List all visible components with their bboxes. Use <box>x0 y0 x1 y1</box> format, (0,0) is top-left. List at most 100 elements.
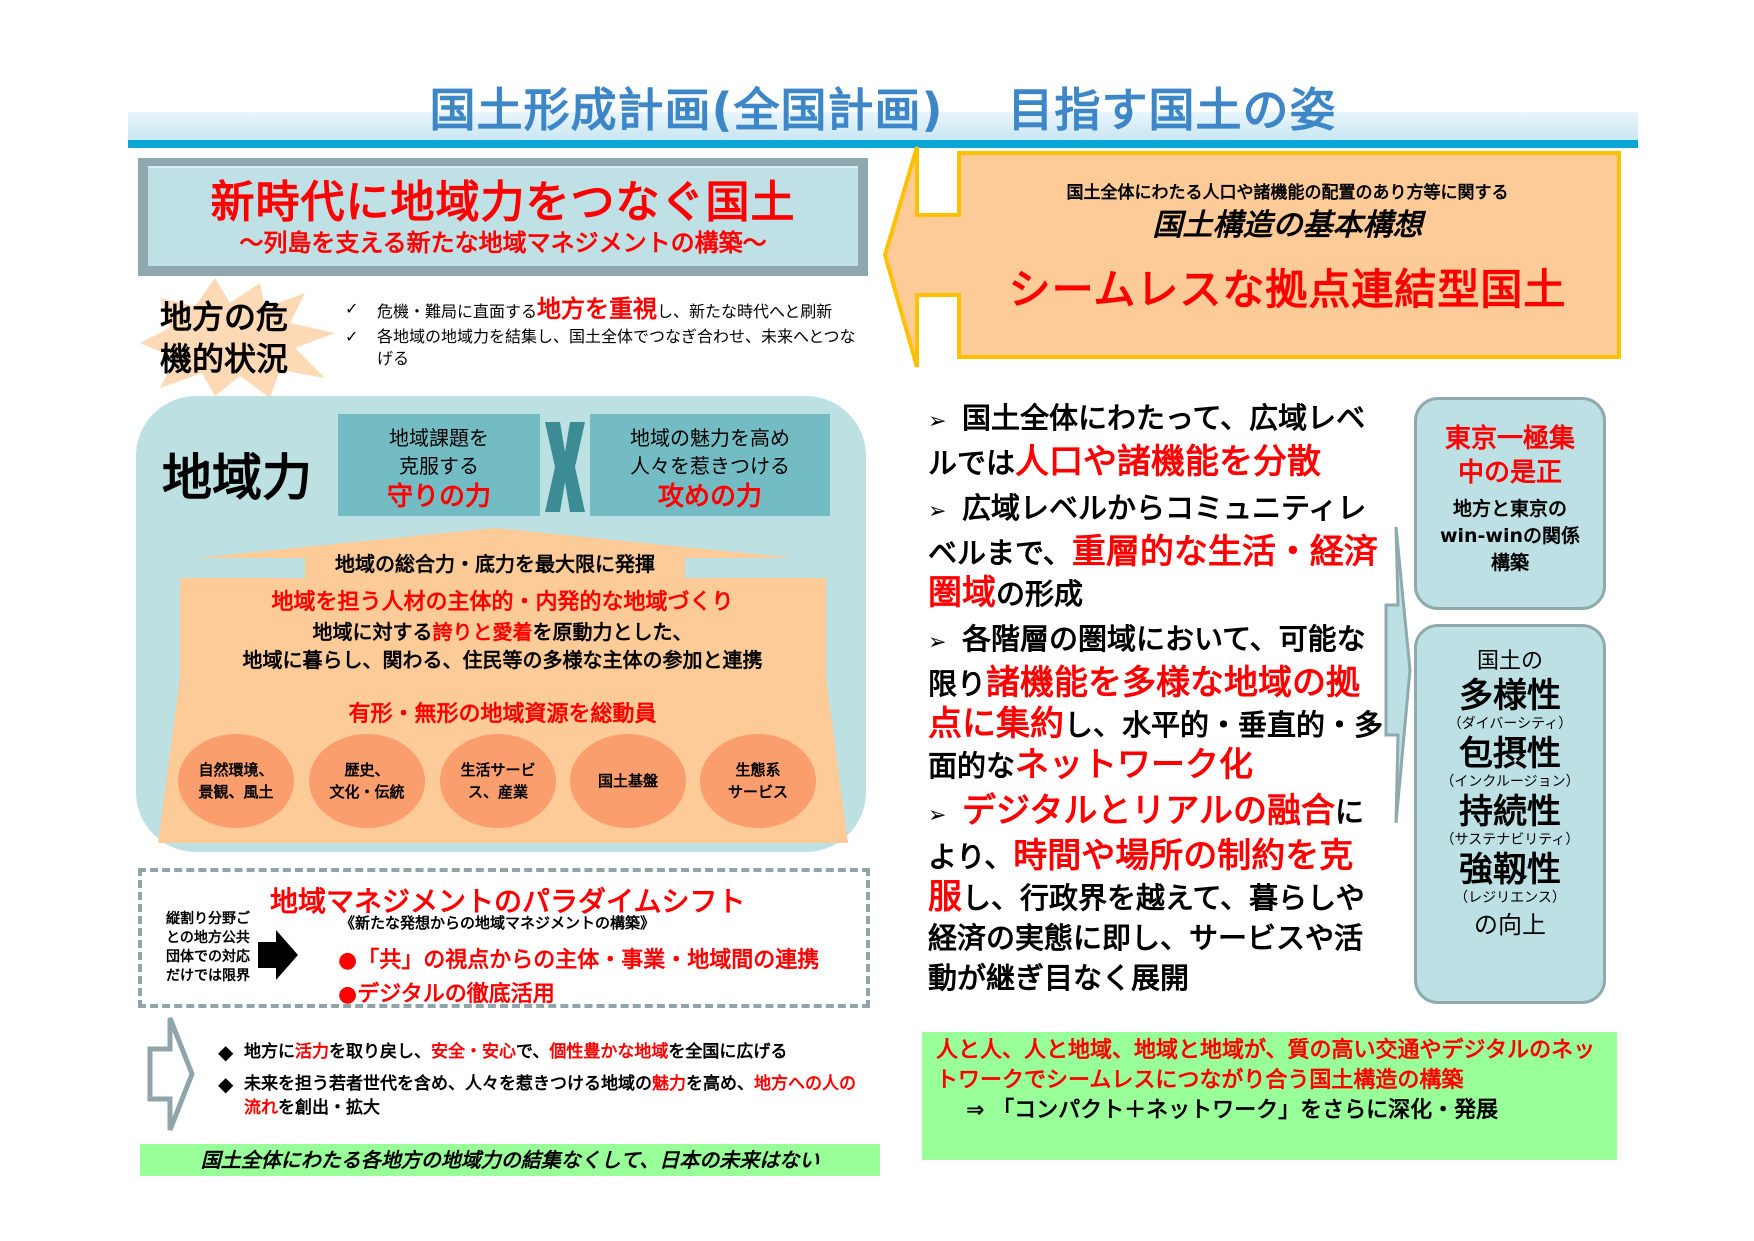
offensive-power-box: 地域の魅力を高め 人々を惹きつける 攻めの力 <box>590 414 830 516</box>
emphasis-text: 諸機能を多様な地域の拠点に集約 <box>928 663 1361 744</box>
crisis-item: ✓ 各地域の地域力を結集し、国土全体でつなぎ合わせ、未来へとつなげる <box>345 326 865 370</box>
multiply-icon <box>545 422 585 512</box>
text-segment: 国土全体にわたって、広域レベルでは <box>928 401 1366 480</box>
structure-bullet: ➢デジタルとリアルの融合により、時間や場所の制約を克服し、行政界を越えて、暮らし… <box>928 791 1383 998</box>
tokyo-title: 東京一極集 中の是正 <box>1417 422 1603 490</box>
value-reading: （レジリエンス） <box>1454 890 1566 906</box>
summary-banner: 人と人、人と地域、地域と地域が、質の高い交通やデジタルのネットワークでシームレス… <box>922 1032 1617 1160</box>
crisis-item-text: 各地域の地域力を結集し、国土全体でつなぎ合わせ、未来へとつなげる <box>377 327 856 368</box>
text-segment: を取り戻し、 <box>329 1042 431 1062</box>
emphasis-text: 活力 <box>295 1042 329 1062</box>
paradigm-box <box>138 868 870 1008</box>
body-line: 地方と東京の <box>1452 498 1567 520</box>
emphasis-text: ネットワーク化 <box>1015 745 1254 785</box>
text-segment: で、 <box>516 1042 550 1062</box>
summary-conclusion: ⇒ 「コンパクト＋ネットワーク」をさらに深化・発展 <box>966 1098 1499 1123</box>
box-emphasis: 守りの力 <box>386 482 491 512</box>
text-segment: を全国に広げる <box>668 1042 788 1062</box>
title-underline <box>128 140 1638 148</box>
resource-circle: 歴史、 文化・伝統 <box>309 734 425 828</box>
arrow-bullet-icon: ➢ <box>928 499 947 524</box>
text-segment: 各階層の圏域において、可能な限り <box>928 622 1366 701</box>
defensive-power-box: 地域課題を 克服する 守りの力 <box>338 414 540 516</box>
structure-bullets: ➢国土全体にわたって、広域レベルでは人口や諸機能を分散 ➢広域レベルからコミュニ… <box>928 398 1383 1003</box>
emphasis-text: デジタルとリアルの融合 <box>962 791 1335 831</box>
national-values-box: 国土の 多様性 （ダイバーシティ） 包摂性 （インクルージョン） 持続性 （サス… <box>1414 624 1606 1004</box>
text-segment: 地域に対する <box>312 620 433 644</box>
emphasis-text: 誇りと愛着 <box>432 620 533 644</box>
resource-circle: 自然環境、 景観、風土 <box>178 734 294 828</box>
community-line: 地域に対する誇りと愛着を原動力とした、 <box>180 618 825 646</box>
resource-circle: 生態系 サービス <box>700 734 816 828</box>
outcome-item: ◆ 未来を担う若者世代を含め、人々を惹きつける地域の魅力を高め、地方への人の流れ… <box>218 1072 858 1120</box>
emphasis-text: 重層的な生活・経済圏域 <box>928 532 1378 613</box>
text-segment: を高め、 <box>686 1074 754 1094</box>
box-line: 地域課題を <box>389 426 489 450</box>
text-segment: し、新たな時代へと刷新 <box>657 302 833 321</box>
check-icon: ✓ <box>345 327 359 346</box>
value-reading: （ダイバーシティ） <box>1447 716 1573 732</box>
value-term: 強靱性 <box>1459 850 1561 890</box>
paradigm-subtitle: 《新たな発想からの地域マネジメントの構築》 <box>340 914 656 932</box>
community-text: 地域を担う人材の主体的・内発的な地域づくり 地域に対する誇りと愛着を原動力とした… <box>180 588 825 674</box>
community-line: 地域に暮らし、関わる、住民等の多様な主体の参加と連携 <box>242 648 763 672</box>
resource-circle: 生活サービ ス、産業 <box>440 734 556 828</box>
value-reading: （サステナビリティ） <box>1440 832 1580 848</box>
headline-inner: 新時代に地域力をつなぐ国土 ～列島を支える新たな地域マネジメントの構築～ <box>148 166 858 266</box>
right-arrow-icon <box>258 930 298 980</box>
headline-box: 新時代に地域力をつなぐ国土 ～列島を支える新たな地域マネジメントの構築～ <box>138 158 868 276</box>
crisis-list: ✓ 危機・難局に直面する地方を重視し、新たな時代へと刷新 ✓ 各地域の地域力を結… <box>345 297 865 373</box>
conclusion-banner: 国土全体にわたる各地方の地域力の結集なくして、日本の未来はない <box>140 1144 880 1176</box>
box-emphasis: 攻めの力 <box>657 482 762 512</box>
crisis-label: 地方の危 機的状況 <box>160 296 288 380</box>
box-line: 人々を惹きつける <box>630 454 790 478</box>
hollow-right-arrow-icon <box>147 1017 195 1131</box>
up-arrow-shape <box>195 528 795 580</box>
text-segment: し、行政界を越えて、暮らしや経済の実態に即し、サービスや活動が継ぎ目なく展開 <box>928 881 1365 995</box>
outcome-text: 地方に活力を取り戻し、安全・安心で、個性豊かな地域を全国に広げる <box>244 1040 787 1064</box>
crisis-item: ✓ 危機・難局に直面する地方を重視し、新たな時代へと刷新 <box>345 297 865 323</box>
diamond-bullet-icon: ◆ <box>218 1072 234 1096</box>
regional-power-label: 地域力 <box>162 449 312 507</box>
text-segment: 地方に <box>244 1042 295 1062</box>
structure-bullet: ➢広域レベルからコミュニティレベルまで、重層的な生活・経済圏域の形成 <box>928 488 1383 614</box>
emphasis-text: 人口や諸機能を分散 <box>1015 442 1322 482</box>
callout-text: 国土全体にわたる人口や諸機能の配置のあり方等に関する 国土構造の基本構想 シーム… <box>960 180 1615 320</box>
crisis-label-line2: 機的状況 <box>160 340 289 378</box>
headline-sub: ～列島を支える新たな地域マネジメントの構築～ <box>239 229 767 257</box>
callout-intro: 国土全体にわたる人口や諸機能の配置のあり方等に関する <box>1066 183 1509 203</box>
thin-right-arrow-icon <box>1384 526 1412 824</box>
arrow-label: 地域の総合力・底力を最大限に発揮 <box>335 552 655 576</box>
text-segment: の形成 <box>996 577 1084 611</box>
page-title: 国土形成計画(全国計画) 目指す国土の姿 <box>429 83 1337 137</box>
paradigm-title: 地域マネジメントのパラダイムシフト <box>270 885 746 918</box>
silo-text: 縦割り分野ごとの地方公共団体での対応だけでは限界 <box>166 911 250 984</box>
check-icon: ✓ <box>345 299 359 318</box>
text-segment: 未来を担う若者世代を含め、人々を惹きつける地域の <box>244 1074 652 1094</box>
resources-title: 有形・無形の地域資源を総動員 <box>348 702 657 727</box>
headline-main: 新時代に地域力をつなぐ国土 <box>210 177 796 228</box>
tokyo-correction-box: 東京一極集 中の是正 地方と東京の win-winの関係 構築 <box>1414 397 1606 610</box>
structure-bullet: ➢各階層の圏域において、可能な限り諸機能を多様な地域の拠点に集約し、水平的・垂直… <box>928 619 1383 786</box>
callout-heading: 国土構造の基本構想 <box>1152 208 1423 243</box>
tokyo-body: 地方と東京の win-winの関係 構築 <box>1417 496 1603 577</box>
left-arrow-callout <box>883 146 1621 368</box>
title-line: 東京一極集 <box>1444 424 1575 454</box>
paradigm-bullet: ●デジタルの徹底活用 <box>338 982 555 1007</box>
box-line: 地域の魅力を高め <box>630 426 790 450</box>
outcome-item: ◆ 地方に活力を取り戻し、安全・安心で、個性豊かな地域を全国に広げる <box>218 1040 787 1064</box>
text-segment: を原動力とした、 <box>532 620 693 644</box>
arrow-bullet-icon: ➢ <box>928 409 947 434</box>
body-line: win-winの関係 <box>1439 525 1581 547</box>
starburst-icon <box>140 278 335 398</box>
box-line: 克服する <box>399 454 479 478</box>
outcome-text: 未来を担う若者世代を含め、人々を惹きつける地域の魅力を高め、地方への人の流れを創… <box>244 1072 858 1120</box>
emphasis-text: 地方への人の流れ <box>244 1074 856 1118</box>
text-segment: 広域レベルからコミュニティレベルまで、 <box>928 491 1367 570</box>
arrow-bullet-icon: ➢ <box>928 630 947 655</box>
emphasis-text: 時間や場所の制約を克服 <box>928 836 1354 917</box>
value-term: 持続性 <box>1459 792 1561 832</box>
crisis-label-line1: 地方の危 <box>160 298 289 336</box>
arrow-bullet-icon: ➢ <box>928 803 947 828</box>
body-line: 構築 <box>1490 552 1529 574</box>
